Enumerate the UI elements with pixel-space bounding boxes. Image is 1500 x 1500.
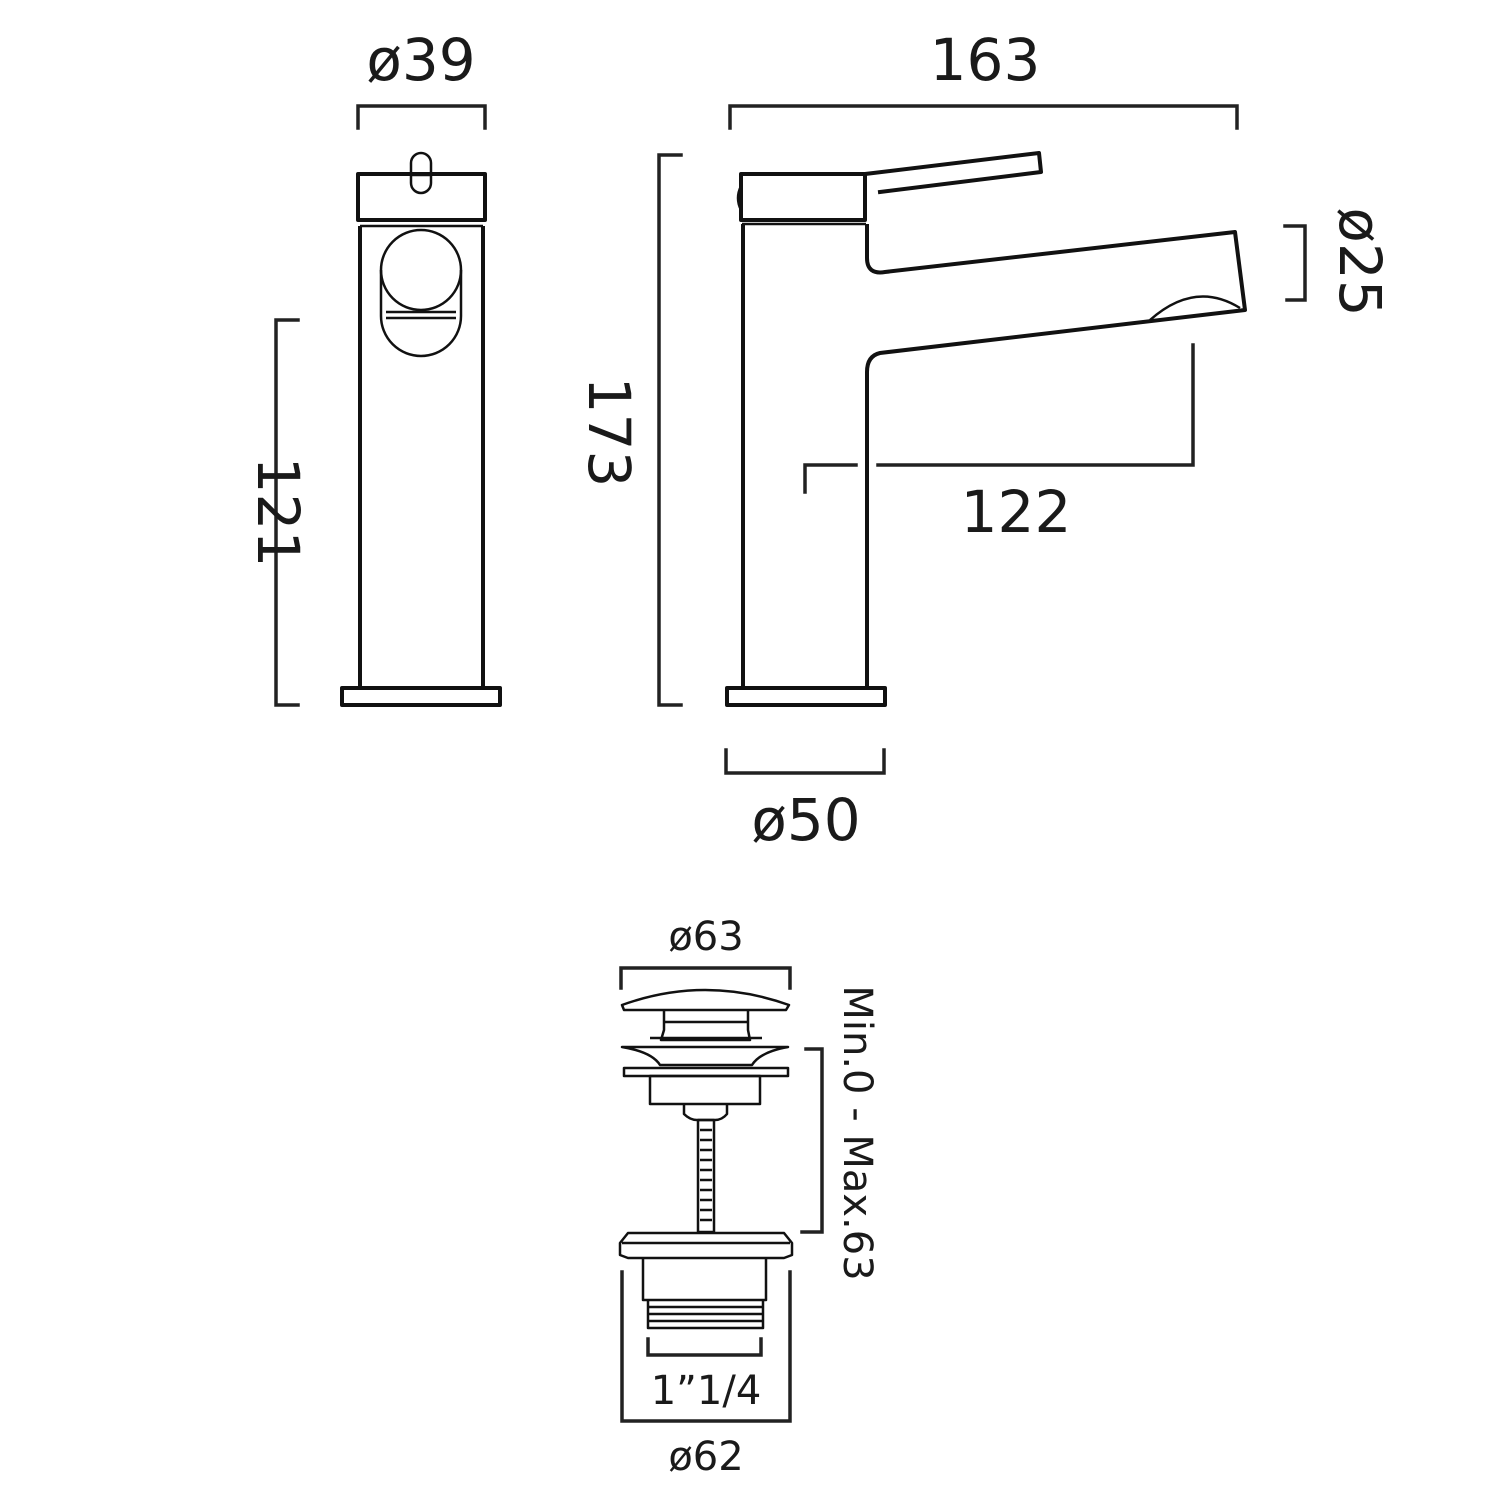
adjustment-range-label: Min.0 - Max.63: [834, 985, 880, 1280]
front-height-label: 121: [244, 457, 312, 568]
front-width-label: ø39: [366, 26, 475, 94]
spout-diameter-label: ø25: [1326, 207, 1394, 316]
spout-outlet-rim: [386, 310, 456, 320]
spout-upper: [865, 224, 1247, 690]
base-plate-front: [340, 686, 502, 707]
side-height-label: 173: [575, 377, 643, 488]
side-length-label: 163: [930, 26, 1041, 94]
lever-handle: [862, 151, 1043, 195]
lever-head-side: [739, 172, 867, 222]
lower-flange: [618, 1231, 794, 1260]
flange-diameter-dimension-line: [620, 1270, 792, 1423]
spout-reach-label: 122: [961, 478, 1072, 546]
tap-front-view: ø39 121: [244, 26, 502, 707]
threaded-rod: [696, 1118, 716, 1234]
spindle-coupling: [682, 1104, 729, 1122]
thread-size-label: 1”1/4: [651, 1368, 762, 1414]
overall-height-dimension-line: [657, 153, 683, 707]
base-diameter-label: ø50: [751, 786, 860, 854]
spout-outlet-capsule: [379, 270, 463, 358]
lower-body: [641, 1258, 768, 1302]
aerator: [1149, 295, 1241, 321]
popup-waste: ø63 Min.0 - Max.63 1”1/4 ø62: [618, 914, 880, 1480]
lever-head: [356, 172, 487, 222]
adjustment-dimension-line: [800, 1047, 824, 1234]
thread-section: [646, 1300, 765, 1330]
base-diameter-dimension-line: [724, 748, 886, 775]
spout-diameter-dimension-line: [1283, 224, 1307, 302]
lever-pin: [409, 151, 433, 195]
waste-flange: [620, 1045, 790, 1067]
base-plate-side: [725, 686, 887, 707]
tap-body-front: [358, 226, 485, 690]
reach-dimension-line: [803, 343, 1195, 494]
rod-threads: [700, 1128, 712, 1222]
width-dimension-line: [356, 104, 487, 130]
tap-side-view: 163 173 ø25 122 ø50: [575, 26, 1394, 854]
cap-diameter-dimension-line: [619, 966, 792, 990]
thread-dimension-line: [646, 1337, 763, 1357]
spout-outlet-circle: [379, 228, 463, 312]
waste-cap: [620, 988, 791, 1012]
cap-stem: [650, 1010, 762, 1042]
flange-diameter-label: ø62: [668, 1434, 743, 1480]
length-dimension-line: [728, 104, 1239, 130]
lever-head-bump: [736, 185, 743, 211]
cap-diameter-label: ø63: [668, 914, 743, 960]
height-dimension-line: [274, 318, 300, 707]
waste-body: [648, 1074, 762, 1106]
